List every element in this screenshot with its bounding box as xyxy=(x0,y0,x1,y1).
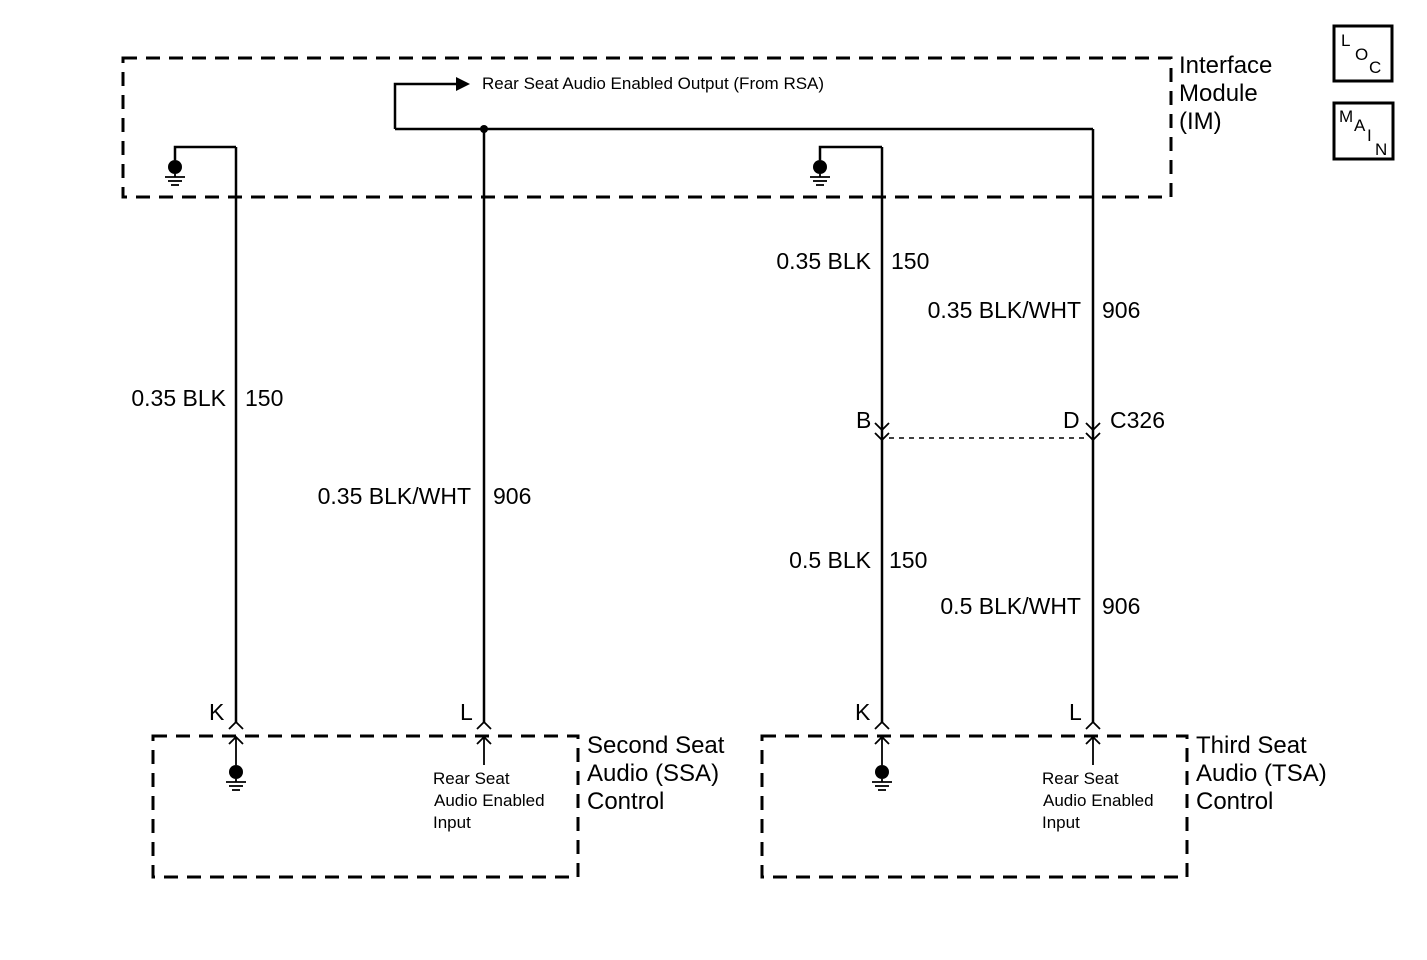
ssa-ground-wire-circuit: 150 xyxy=(245,385,283,411)
ssa-input-line1: Rear Seat xyxy=(433,769,510,788)
tsa-pin-k: K xyxy=(855,699,871,725)
tsa-name-line1: Third Seat xyxy=(1196,732,1307,759)
output-arrow-head xyxy=(456,77,470,91)
tsa-input-line3: Input xyxy=(1042,813,1080,832)
tsa-enable-upper-wire-color: 0.35 BLK/WHT xyxy=(928,297,1081,323)
ssa-name-line2: Audio (SSA) xyxy=(587,760,719,787)
interface-module-name-line3: (IM) xyxy=(1179,108,1222,135)
connector-pin-b: B xyxy=(856,407,871,433)
main-letter-m: M xyxy=(1339,107,1353,126)
ssa-pin-k: K xyxy=(209,699,225,725)
tsa-name-line2: Audio (TSA) xyxy=(1196,760,1327,787)
loc-letter-l: L xyxy=(1341,31,1350,50)
tsa-ground-upper-wire-circuit: 150 xyxy=(891,248,929,274)
main-letter-a: A xyxy=(1354,116,1366,135)
tsa-enable-lower-wire-circuit: 906 xyxy=(1102,593,1140,619)
connector-c326-pin-d-icon xyxy=(1085,422,1101,442)
ssa-ground-icon xyxy=(226,735,246,791)
loc-letter-c: C xyxy=(1369,58,1381,77)
interface-module-name-line2: Module xyxy=(1179,80,1258,107)
interface-module-box xyxy=(121,56,1173,199)
ssa-name-line3: Control xyxy=(587,788,664,815)
ssa-pin-l-terminal-icon xyxy=(476,720,492,730)
interface-module-name-line1: Interface xyxy=(1179,52,1272,79)
connector-c326-pin-b-icon xyxy=(874,422,890,442)
im-ground-right-icon xyxy=(810,145,882,186)
ssa-pin-l: L xyxy=(460,699,473,725)
ssa-ground-wire-color: 0.35 BLK xyxy=(131,385,226,411)
tsa-input-line1: Rear Seat xyxy=(1042,769,1119,788)
tsa-module-box xyxy=(760,734,1189,879)
tsa-name-line3: Control xyxy=(1196,788,1273,815)
ssa-pin-k-terminal-icon xyxy=(228,720,244,730)
ssa-input-arrow-icon xyxy=(476,735,492,765)
ssa-name-line1: Second Seat xyxy=(587,732,725,759)
output-arrow-line xyxy=(393,82,456,129)
main-letter-i: I xyxy=(1367,126,1372,145)
tsa-ground-upper-wire-color: 0.35 BLK xyxy=(776,248,871,274)
tsa-ground-lower-wire-color: 0.5 BLK xyxy=(789,547,871,573)
tsa-pin-k-terminal-icon xyxy=(874,720,890,730)
tsa-ground-icon xyxy=(872,735,892,791)
main-letter-n: N xyxy=(1375,140,1387,159)
tsa-enable-lower-wire-color: 0.5 BLK/WHT xyxy=(940,593,1081,619)
im-ground-left-icon xyxy=(165,145,236,186)
tsa-input-arrow-icon xyxy=(1085,735,1101,765)
tsa-input-line2: Audio Enabled xyxy=(1043,791,1154,810)
tsa-ground-lower-wire-circuit: 150 xyxy=(889,547,927,573)
connector-name: C326 xyxy=(1110,407,1165,433)
ssa-input-line2: Audio Enabled xyxy=(434,791,545,810)
tsa-pin-l-terminal-icon xyxy=(1085,720,1101,730)
loc-letter-o: O xyxy=(1355,45,1368,64)
ssa-enable-wire-circuit: 906 xyxy=(493,483,531,509)
main-button[interactable]: M A I N xyxy=(1332,101,1395,161)
connector-pin-d: D xyxy=(1063,407,1080,433)
output-label: Rear Seat Audio Enabled Output (From RSA… xyxy=(482,74,824,93)
ssa-enable-wire-color: 0.35 BLK/WHT xyxy=(318,483,471,509)
tsa-pin-l: L xyxy=(1069,699,1082,725)
ssa-input-line3: Input xyxy=(433,813,471,832)
ssa-module-box xyxy=(151,734,580,879)
loc-button[interactable]: L O C xyxy=(1332,24,1394,83)
tsa-enable-upper-wire-circuit: 906 xyxy=(1102,297,1140,323)
